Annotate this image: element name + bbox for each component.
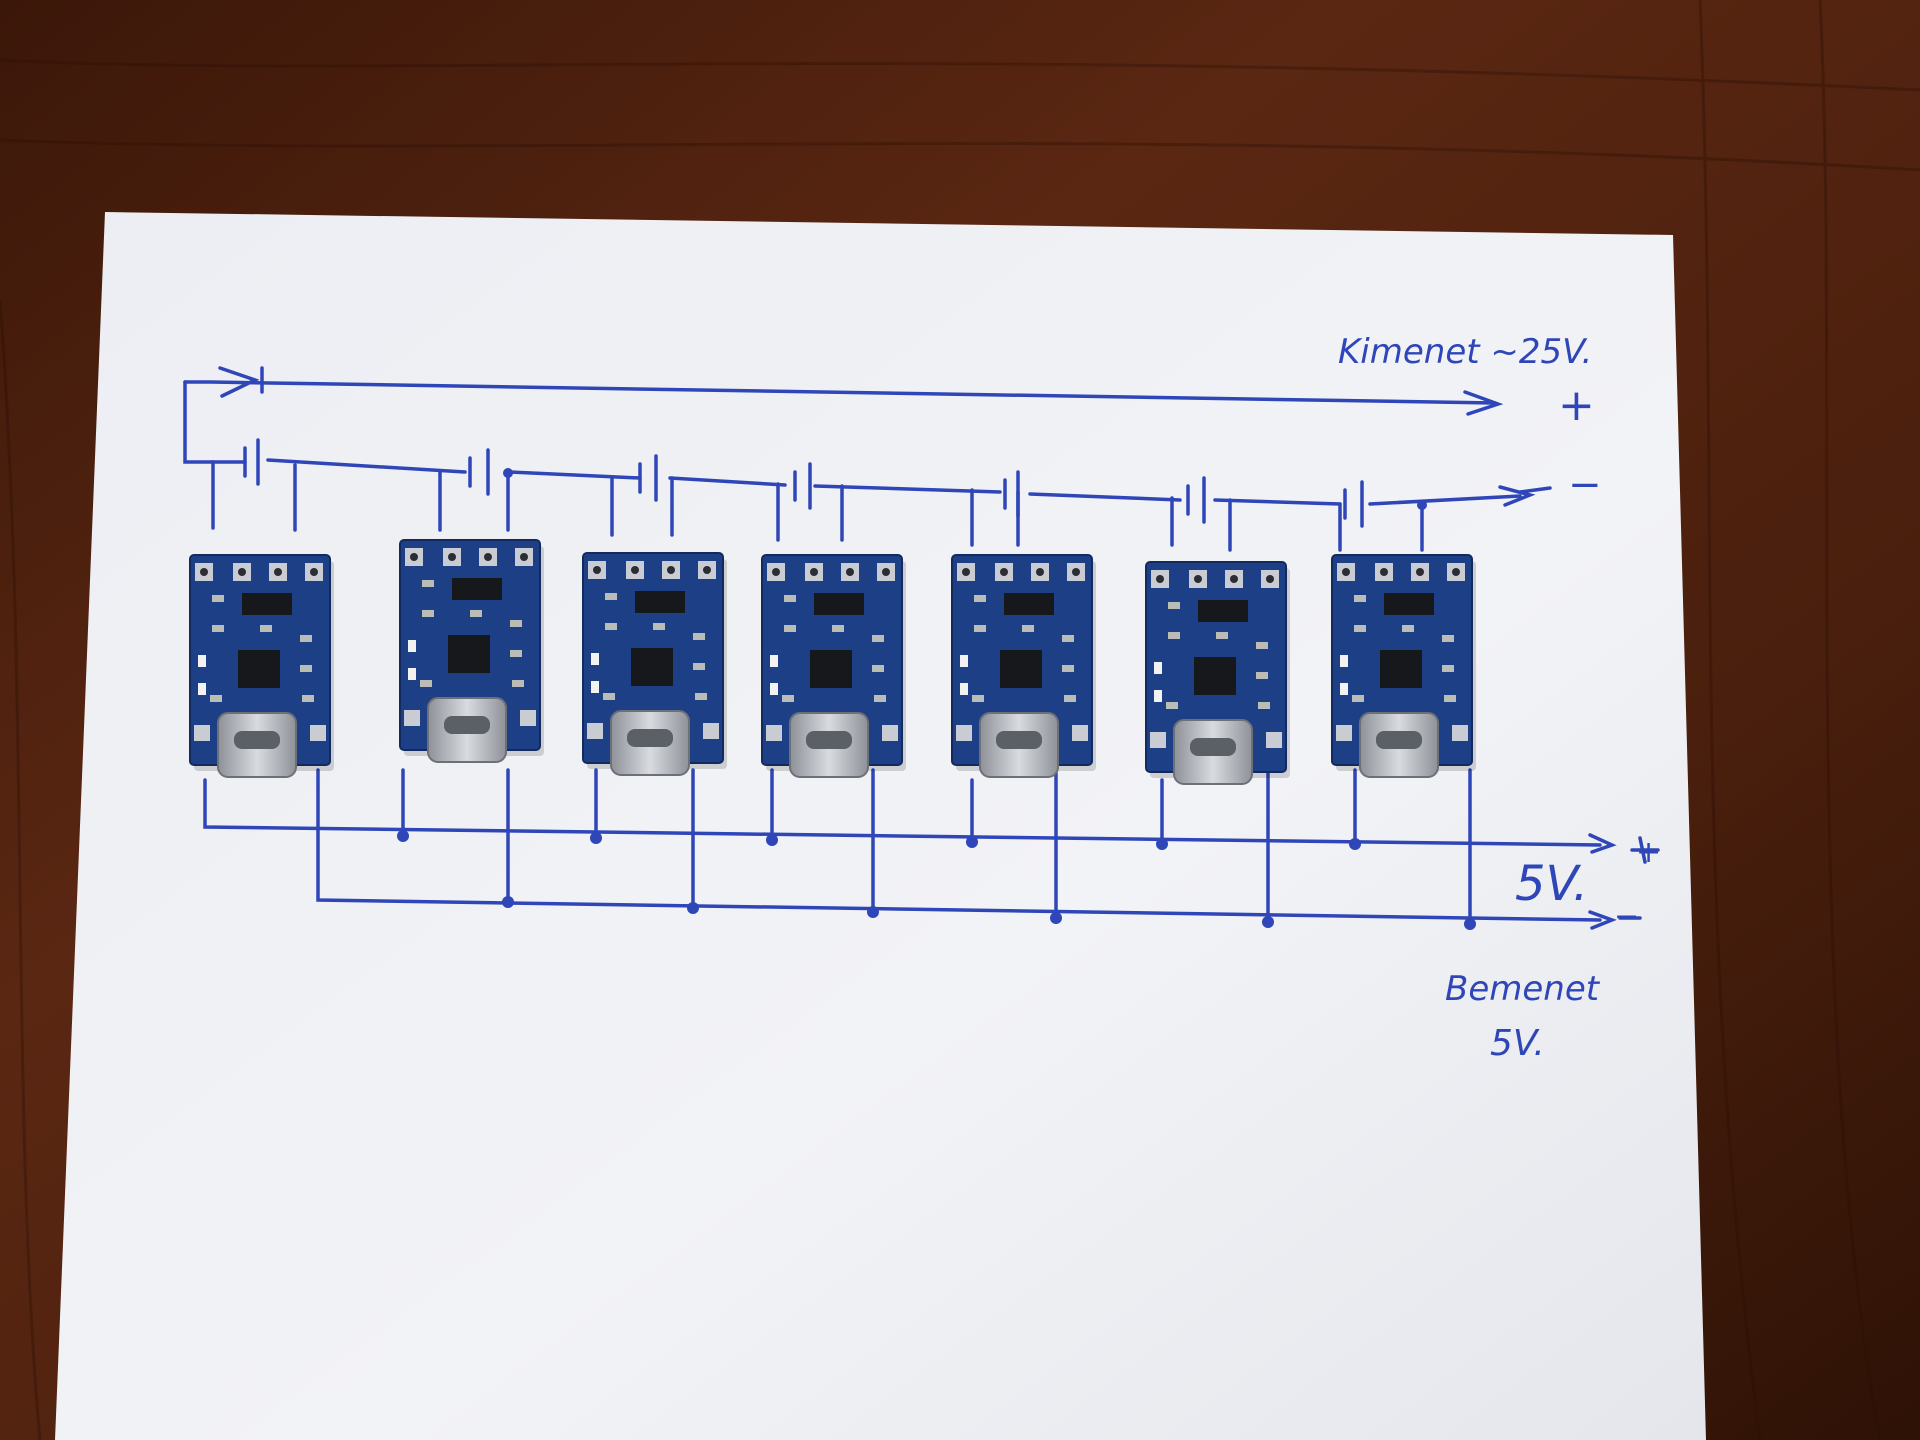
- output-positive-rail: [183, 380, 1497, 405]
- output-minus-sign: −: [1568, 462, 1602, 508]
- input-voltage-label: 5V.: [1515, 856, 1588, 912]
- output-negative-arrow: [1498, 485, 1552, 507]
- input-minus-sign: −: [1614, 899, 1639, 934]
- paper-sheet: [55, 212, 1706, 1440]
- module-output-leads: [211, 460, 1424, 552]
- charger-module: [761, 554, 906, 778]
- input-label-line1: Bemenet: [1445, 969, 1601, 1009]
- junction-dots: [397, 468, 1476, 930]
- charger-module: [1331, 554, 1476, 778]
- schematic-drawing: [183, 366, 1660, 930]
- output-voltage-label: Kimenet ~25V.: [1338, 332, 1592, 372]
- cell-symbols: [243, 438, 1364, 528]
- input-positive-bus: [203, 778, 1602, 847]
- charger-module: [1145, 561, 1290, 785]
- output-plus-sign: +: [1558, 380, 1595, 431]
- input-negative-bus: [316, 768, 1602, 922]
- series-chain: [210, 458, 1522, 506]
- charger-module: [189, 554, 334, 778]
- input-plus-sign: +: [1636, 835, 1661, 870]
- charger-modules: [189, 539, 1476, 785]
- charger-module: [399, 539, 544, 763]
- module-input-leads: [401, 768, 1472, 924]
- output-positive-arrow: [1463, 390, 1504, 416]
- charger-module: [582, 552, 727, 776]
- charger-module: [951, 554, 1096, 778]
- input-label-line2: 5V.: [1490, 1023, 1545, 1064]
